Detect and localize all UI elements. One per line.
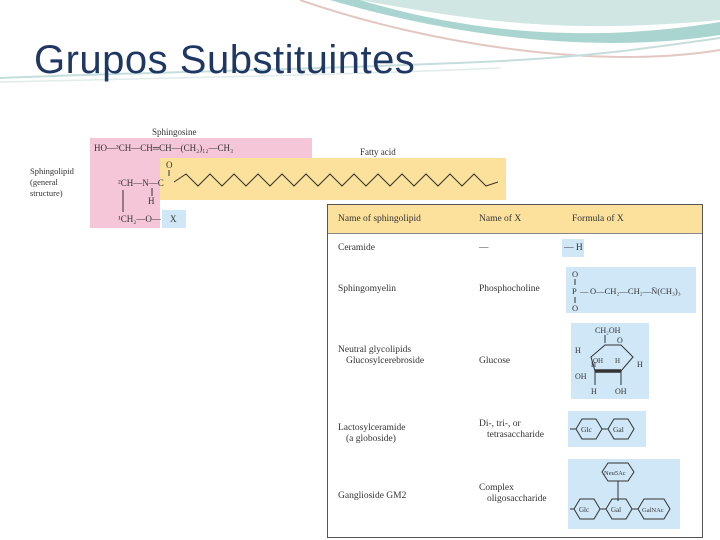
svg-text:OH: OH (615, 387, 627, 396)
row-x: Complex oligosaccharide (479, 483, 547, 504)
svg-text:O—CH₂—CH₂—N̄(CH₃)₃: O—CH₂—CH₂—N̄(CH₃)₃ (590, 286, 681, 296)
svg-text:GalNAc: GalNAc (642, 507, 664, 514)
svg-text:OH: OH (575, 372, 587, 381)
table-row: Neutral glycolipids Glucosylcerebroside … (328, 323, 702, 399)
svg-text:H: H (148, 196, 155, 206)
svg-text:H: H (575, 346, 581, 355)
phosphocholine-formula: O P — O—CH₂—CH₂—N̄(CH₃)₃ O (566, 267, 696, 313)
row-x: Di-, tri-, or tetrasaccharide (479, 419, 544, 440)
svg-text:—: — (579, 286, 589, 296)
row-name: Neutral glycolipids Glucosylcerebroside (338, 345, 425, 366)
row-name: Ganglioside GM2 (338, 491, 407, 501)
svg-text:Glc: Glc (581, 425, 593, 434)
svg-text:Gal: Gal (613, 425, 624, 434)
svg-text:(general: (general (30, 177, 58, 187)
c1-label: ¹CH₂—O— (118, 214, 162, 224)
top-chain: HO—³CH—CH═CH—(CH₂)₁₂—CH₃ (94, 143, 233, 153)
svg-text:P: P (572, 286, 577, 296)
row-name: Ceramide (338, 243, 375, 253)
svg-text:OH: OH (593, 357, 603, 365)
sphingolipid-structure: Sphingosine HO—³CH—CH═CH—(CH₂)₁₂—CH₃ Fat… (30, 127, 506, 228)
svg-text:structure): structure) (30, 188, 63, 198)
svg-text:H: H (637, 360, 643, 369)
svg-text:H: H (591, 387, 597, 396)
sphingosine-label: Sphingosine (152, 127, 197, 137)
row-x: Phosphocholine (479, 284, 540, 294)
svg-text:O: O (166, 160, 173, 170)
svg-text:O: O (572, 303, 578, 313)
row-name: Lactosylceramide (a globoside) (338, 423, 406, 444)
row-x: — (479, 243, 489, 253)
svg-text:H: H (615, 357, 620, 365)
svg-text:O: O (572, 269, 578, 279)
fatty-acid-label: Fatty acid (360, 147, 396, 157)
table-row: Sphingomyelin Phosphocholine O P — O—CH₂… (328, 265, 702, 313)
row-x: Glucose (479, 356, 511, 366)
table-row: Lactosylceramide (a globoside) Di-, tri-… (328, 409, 702, 449)
svg-text:O: O (617, 336, 623, 345)
header-x: Name of X (479, 214, 522, 224)
svg-text:Neu5Ac: Neu5Ac (604, 470, 626, 477)
c2-label: ²CH—N—C (118, 178, 164, 188)
svg-text:Glc: Glc (579, 506, 589, 514)
table-row: Ganglioside GM2 Complex oligosaccharide … (328, 457, 702, 535)
glucose-ring: CH₂OH O H H OH H H OH H OH (571, 323, 649, 399)
page-title: Grupos Substituintes (34, 38, 416, 82)
sphingolipid-label: Sphingolipid (30, 166, 75, 176)
svg-text:H: H (591, 361, 596, 369)
svg-text:CH₂OH: CH₂OH (595, 326, 621, 335)
sphingolipid-table: Name of sphingolipid Name of X Formula o… (327, 204, 703, 538)
header-formula: Formula of X (572, 214, 624, 224)
lactose-formula: Glc Gal (568, 411, 646, 447)
row-formula: — H (564, 243, 583, 253)
header-swoosh (0, 0, 720, 83)
ganglioside-formula: Neu5Ac Glc Gal GalNAc (568, 459, 680, 529)
row-name: Sphingomyelin (338, 284, 397, 294)
table-header: Name of sphingolipid Name of X Formula o… (328, 205, 702, 234)
table-row: Ceramide — — H (328, 239, 702, 263)
x-label: X (170, 214, 177, 224)
svg-text:Gal: Gal (611, 506, 621, 514)
header-name: Name of sphingolipid (338, 214, 421, 224)
